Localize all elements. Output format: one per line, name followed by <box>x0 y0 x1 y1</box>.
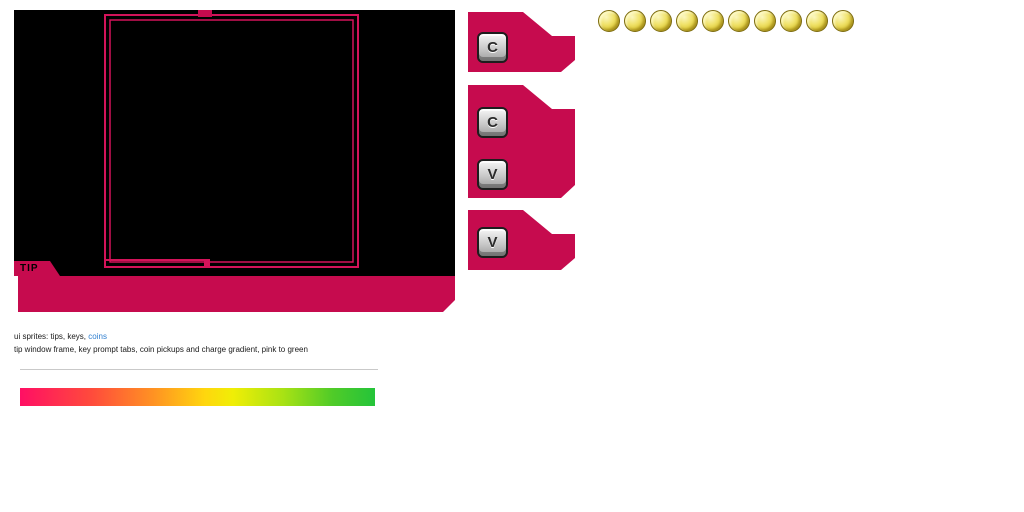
frame-bottom-step <box>204 259 210 268</box>
key-letter: C <box>487 114 498 131</box>
key-letter: C <box>487 39 498 56</box>
coin-icon <box>676 10 698 32</box>
frame-top-notch <box>198 10 212 17</box>
coin-icon <box>780 10 802 32</box>
key-v-icon: V <box>477 227 508 258</box>
key-c-icon: C <box>477 32 508 63</box>
coin-icon <box>598 10 620 32</box>
key-letter: V <box>487 234 498 251</box>
tip-frame-inner <box>109 19 354 263</box>
tip-frame-outer <box>104 14 359 268</box>
coin-row <box>598 10 854 32</box>
coin-icon <box>806 10 828 32</box>
caption-line-1: ui sprites: tips, keys, coins <box>14 332 107 341</box>
key-v-icon: V <box>477 159 508 190</box>
key-c-icon: C <box>477 107 508 138</box>
caption-text: ui sprites: tips, keys, <box>14 332 87 341</box>
coin-icon <box>754 10 776 32</box>
tip-panel-decorations <box>14 10 455 312</box>
coin-icon <box>702 10 724 32</box>
coin-icon <box>650 10 672 32</box>
tip-banner <box>18 276 455 312</box>
key-letter: V <box>487 166 498 183</box>
caption-link: coins <box>88 332 107 341</box>
tip-panel <box>14 10 455 276</box>
tip-label: TIP <box>20 263 39 274</box>
caption-divider <box>20 369 378 370</box>
coin-icon <box>728 10 750 32</box>
frame-bottom-line <box>106 259 208 261</box>
coin-icon <box>624 10 646 32</box>
caption-line-2: tip window frame, key prompt tabs, coin … <box>14 345 308 354</box>
tip-tab <box>14 261 60 276</box>
coin-icon <box>832 10 854 32</box>
gradient-strip <box>20 388 375 406</box>
